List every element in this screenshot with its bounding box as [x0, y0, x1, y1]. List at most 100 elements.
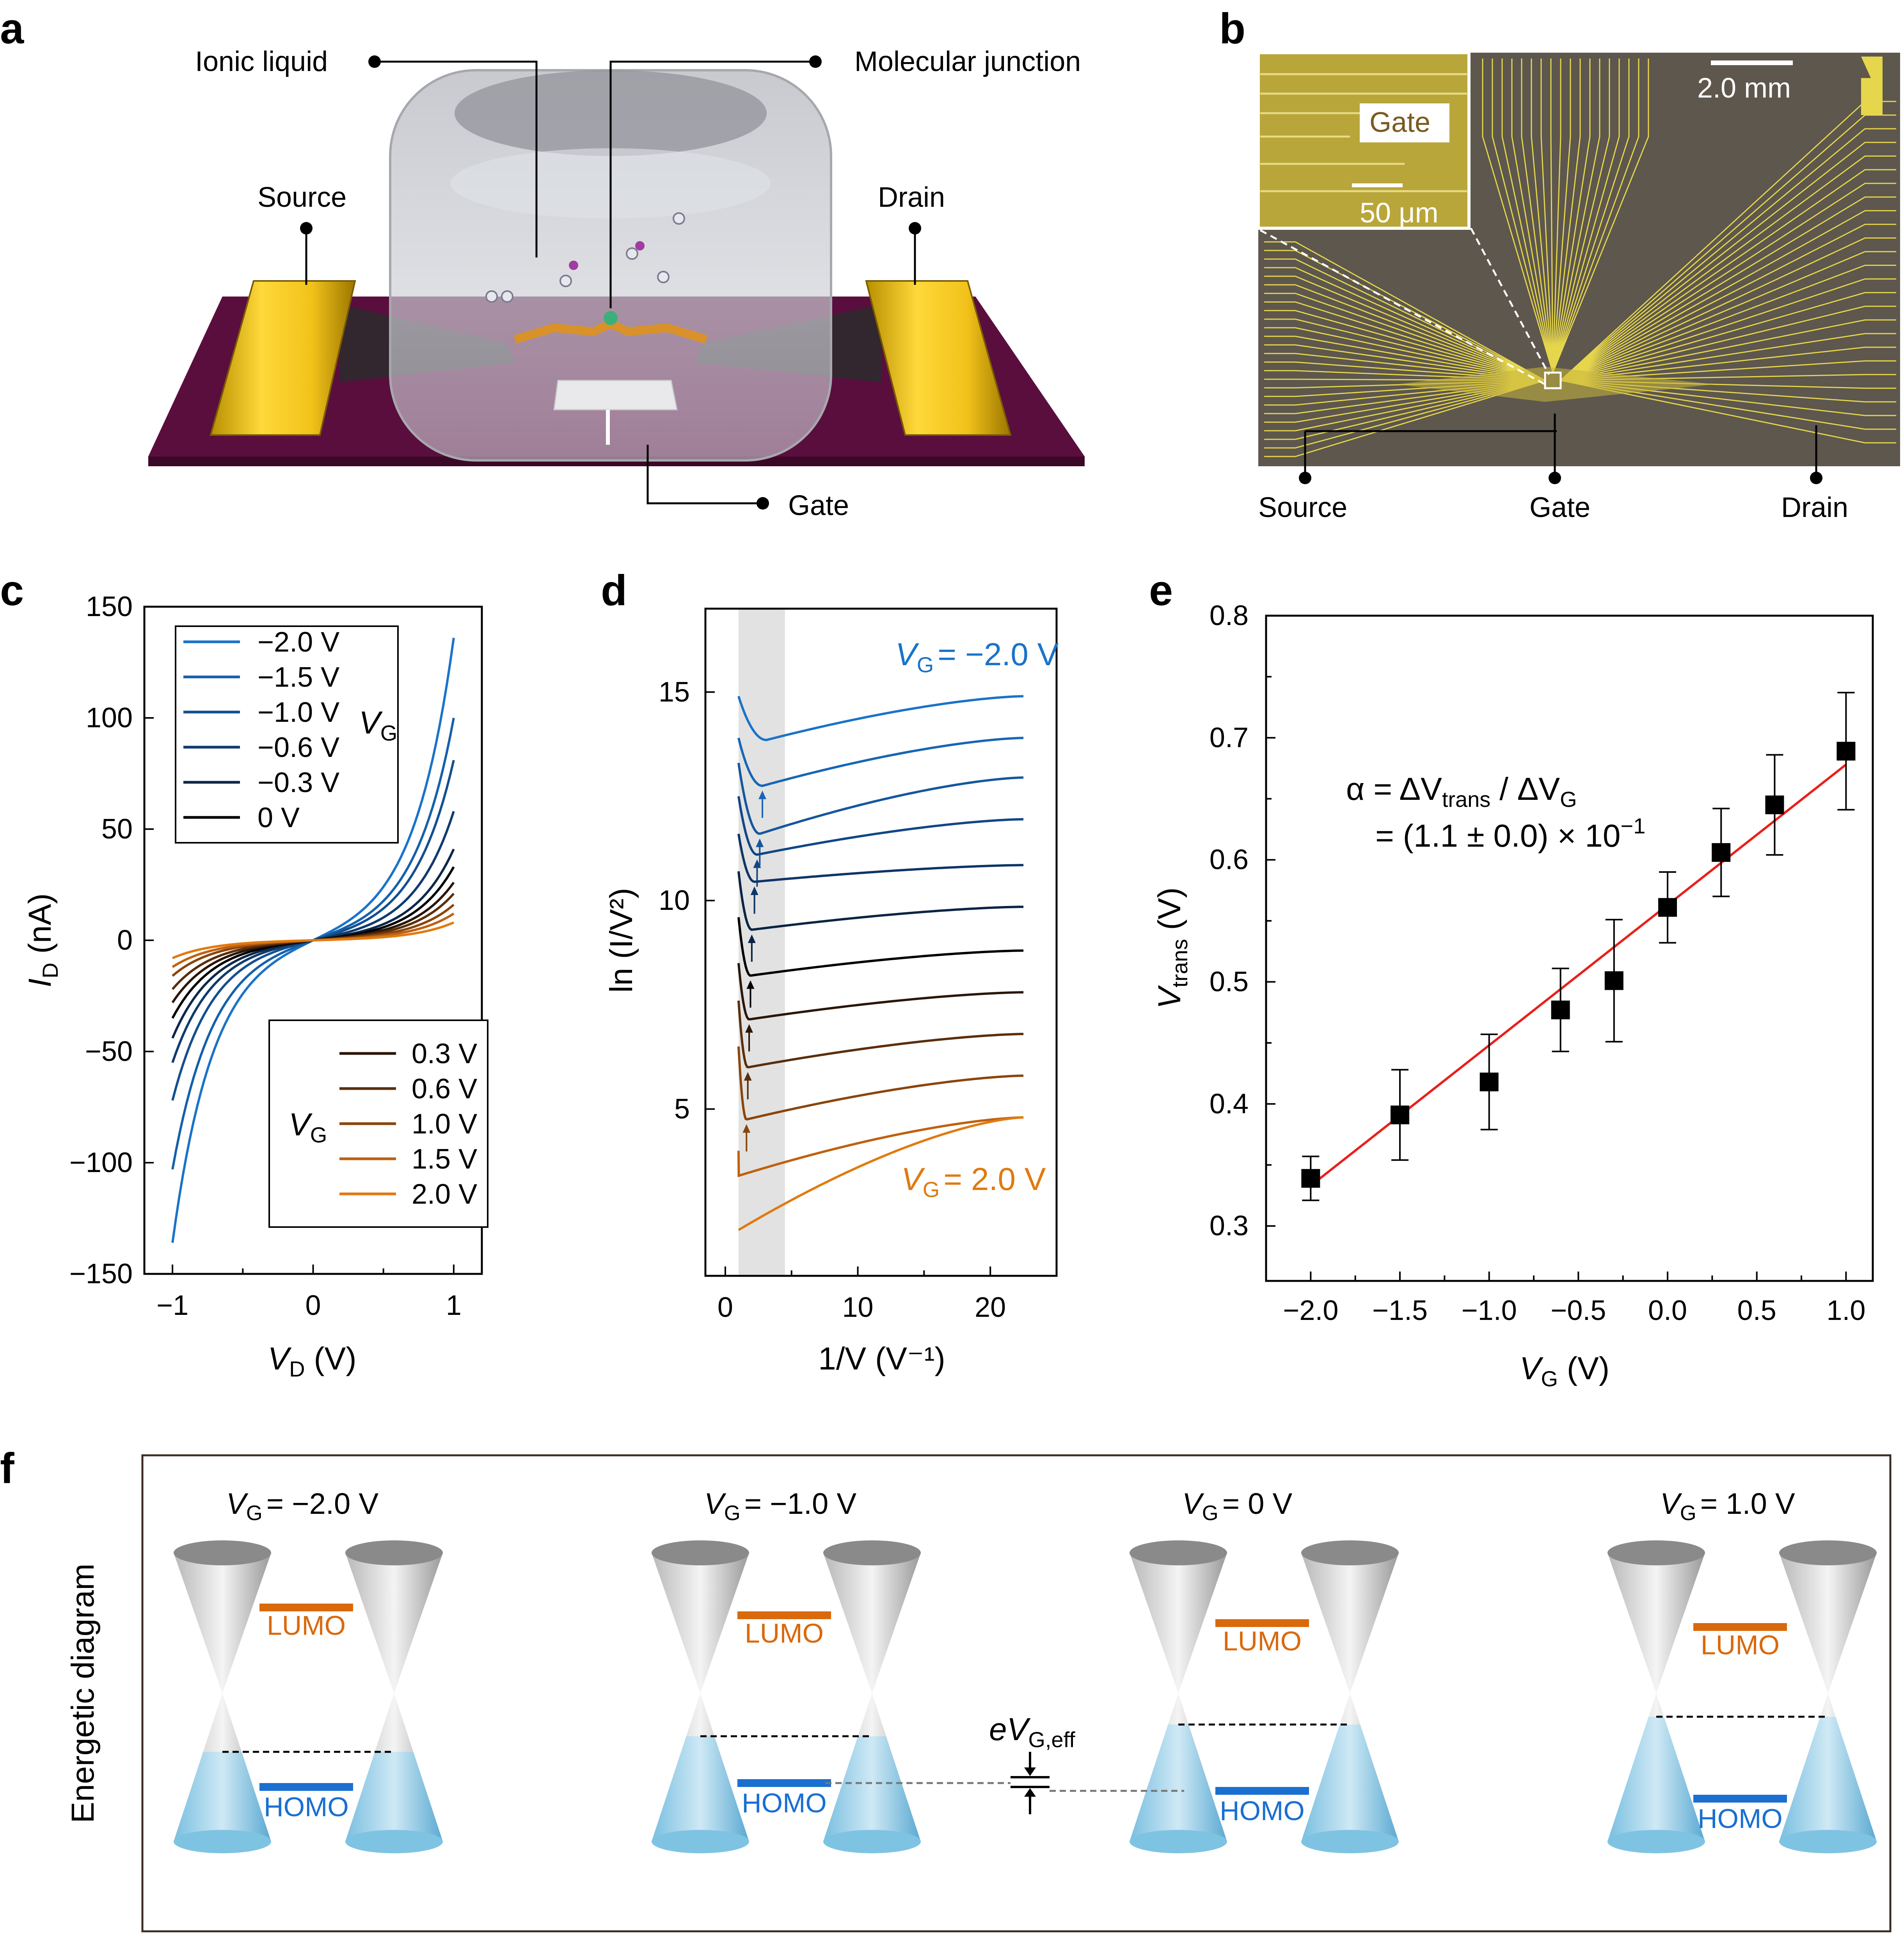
- chip-trace: [1552, 59, 1600, 373]
- chip-trace: [1264, 380, 1545, 440]
- cone-bottom: [1130, 1830, 1227, 1853]
- homo-label: HOMO: [742, 1788, 827, 1818]
- curve-d: [737, 1116, 1024, 1178]
- inset-gate-label: Gate: [1369, 107, 1430, 138]
- y-tick-label-c: −100: [69, 1147, 133, 1178]
- y-tick-label-e: 0.4: [1210, 1088, 1249, 1119]
- lumo-bar: [1215, 1619, 1309, 1627]
- chip-trace: [1264, 336, 1545, 381]
- cone-upper: [652, 1553, 749, 1693]
- chip-trace: [1521, 59, 1554, 373]
- cone-top: [1779, 1540, 1877, 1565]
- chip-trace: [1560, 319, 1896, 381]
- lumo-label: LUMO: [267, 1610, 346, 1641]
- chip-trace: [1552, 59, 1630, 373]
- y-tick-label-d: 10: [659, 885, 690, 916]
- scale-bar-label: 2.0 mm: [1697, 73, 1791, 104]
- chip-trace: [1264, 344, 1545, 381]
- chip-trace: [1560, 333, 1896, 381]
- arrowhead-d: [746, 980, 755, 989]
- chip-trace: [1552, 59, 1581, 373]
- cone-filled: [1779, 1717, 1877, 1842]
- y-tick-label-c: 50: [101, 813, 133, 845]
- y-tick-label-d: 15: [659, 677, 690, 708]
- chip-trace: [1264, 380, 1545, 449]
- cone-top: [823, 1540, 921, 1565]
- label-source-b: Source: [1258, 492, 1347, 523]
- x-tick-label-c: −1: [156, 1290, 188, 1321]
- chip-trace: [1560, 278, 1896, 381]
- equation-line1: α = ΔVtrans / ΔVG: [1346, 771, 1577, 812]
- chip-trace: [1264, 353, 1545, 381]
- side-label-f: Energetic diagram: [65, 1563, 101, 1823]
- device-schematic: Ionic liquid Molecular junction Source D…: [148, 46, 1085, 521]
- y-tick-label-e: 0.3: [1210, 1210, 1249, 1242]
- cone-filled: [823, 1736, 921, 1842]
- inset-scale-label: 50 μm: [1360, 197, 1439, 229]
- equation-line2: = (1.1 ± 0.0) × 10−1: [1375, 813, 1645, 854]
- chip-trace: [1264, 380, 1545, 423]
- arrowhead-d: [753, 859, 761, 868]
- data-point-e: [1301, 1169, 1320, 1188]
- data-point-e: [1604, 971, 1623, 990]
- chip-trace: [1501, 59, 1554, 373]
- lumo-bar: [1693, 1623, 1787, 1631]
- cone-bottom: [823, 1830, 921, 1853]
- panel-label-d: d: [601, 567, 627, 615]
- lumo-bar: [737, 1611, 831, 1619]
- curve-d: [737, 737, 1024, 787]
- chip-trace: [1264, 250, 1545, 381]
- panel-label-b: b: [1219, 5, 1246, 53]
- chip-trace: [1560, 210, 1896, 381]
- cone-top: [652, 1540, 749, 1565]
- data-point-e: [1712, 843, 1731, 862]
- y-tick-label-e: 0.7: [1210, 722, 1249, 753]
- label-drain-b: Drain: [1781, 492, 1848, 523]
- curve-d: [738, 1116, 1024, 1231]
- chip-trace: [1552, 59, 1591, 373]
- cone-upper: [823, 1553, 921, 1693]
- ylabel-d: ln (I/V²): [604, 888, 639, 993]
- source-pad: [210, 280, 356, 436]
- chip-trace: [1550, 59, 1554, 373]
- cone-filled: [652, 1736, 749, 1842]
- data-point-e: [1551, 1000, 1570, 1020]
- chip-trace: [1560, 292, 1896, 381]
- ylabel-c: ID (nA): [22, 893, 62, 988]
- top-label-d: VG= −2.0 V: [895, 637, 1059, 677]
- x-tick-label-e: −1.0: [1462, 1295, 1517, 1326]
- eff-marker: [1011, 1752, 1050, 1814]
- chip-trace: [1560, 265, 1896, 381]
- curve-d: [737, 762, 1024, 835]
- arrowhead-d: [745, 1024, 753, 1033]
- y-tick-label-d: 5: [674, 1094, 690, 1125]
- homo-label: HOMO: [1220, 1796, 1305, 1826]
- legend-item-c: −1.0 V: [258, 697, 339, 728]
- cone-upper: [345, 1553, 443, 1693]
- chip-trace: [1560, 374, 1896, 381]
- label-molecular-junction: Molecular junction: [854, 46, 1081, 77]
- chip-trace: [1560, 196, 1896, 381]
- chip-trace: [1560, 128, 1896, 381]
- homo-bar: [1693, 1795, 1787, 1803]
- bottom-label-d: VG= 2.0 V: [901, 1162, 1046, 1202]
- curve-d: [737, 796, 1024, 856]
- x-tick-label-e: −0.5: [1551, 1295, 1606, 1326]
- plot-frame-e: [1265, 615, 1874, 1282]
- label-ionic-liquid: Ionic liquid: [195, 46, 328, 77]
- cone-bottom: [345, 1830, 443, 1853]
- data-point-e: [1765, 795, 1784, 814]
- vg-label-f: VG= −2.0 V: [226, 1487, 378, 1525]
- chip-trace: [1552, 59, 1639, 373]
- arrowhead-d: [750, 886, 758, 895]
- label-drain-a: Drain: [878, 182, 945, 213]
- homo-bar: [737, 1779, 831, 1787]
- curve-d: [737, 1046, 1024, 1121]
- curve-c-0V: [171, 866, 455, 1019]
- panel-label-c: c: [0, 567, 24, 615]
- panel-b: b Gate 50 μm 2.0 mm Source Gate Drain: [1131, 0, 1904, 546]
- chip-trace: [1560, 183, 1896, 381]
